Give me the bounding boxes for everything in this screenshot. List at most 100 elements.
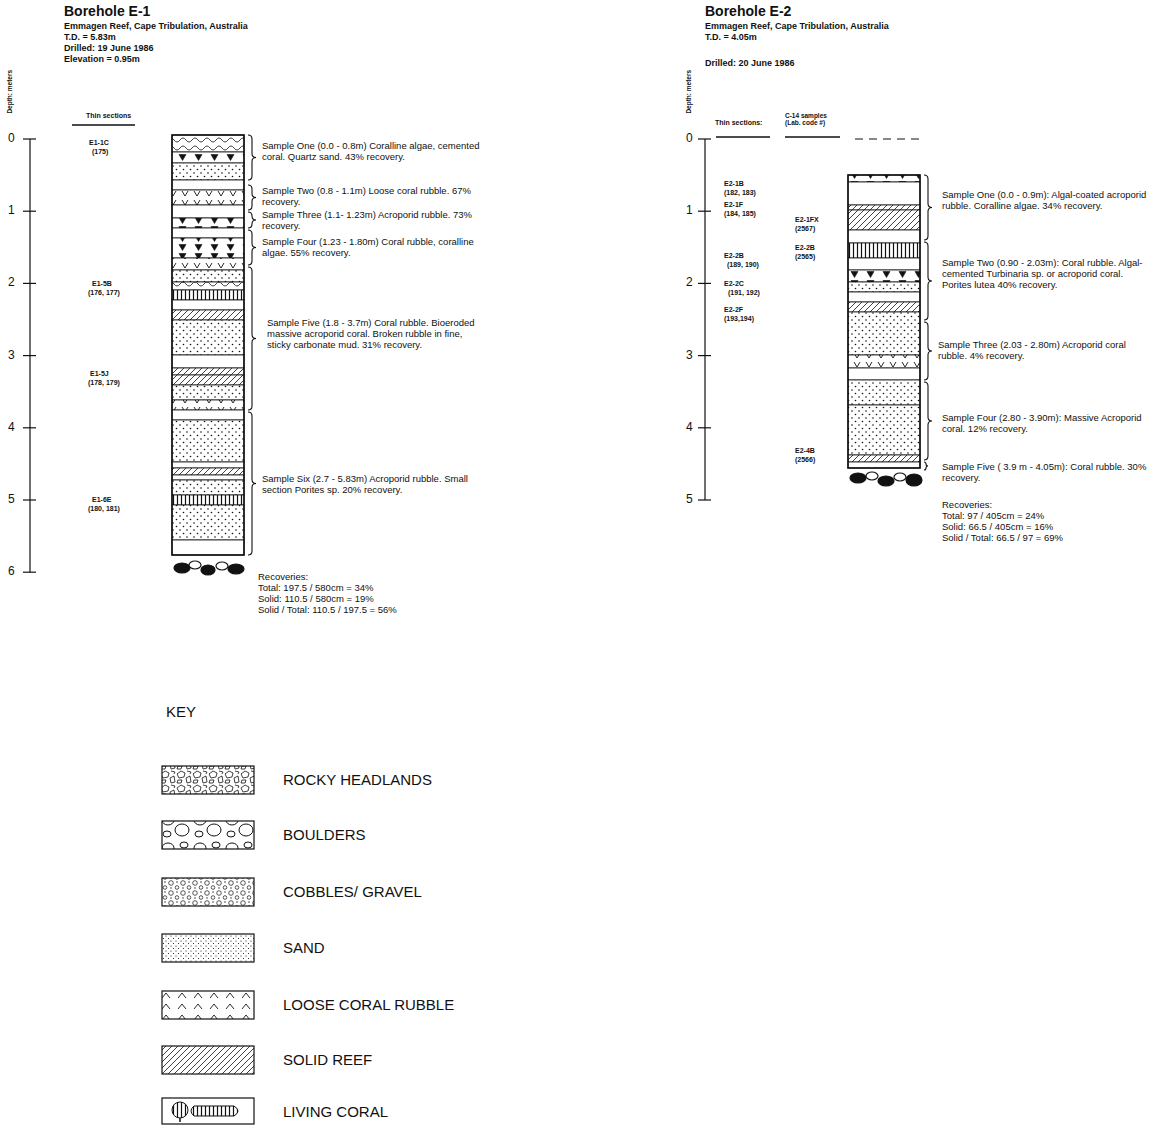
sample-bracket	[924, 462, 928, 470]
date-text: Drilled: 20 June 1986	[705, 58, 795, 68]
key-heading: KEY	[166, 703, 196, 720]
log-layer	[848, 368, 920, 380]
depth-axis	[704, 139, 705, 500]
depth-tick: 4	[8, 421, 15, 435]
log-layer	[848, 292, 920, 302]
log-layer	[172, 205, 244, 218]
sample-note: Sample One (0.0 - 0.9m): Algal-coated ac…	[942, 190, 1152, 212]
depth-tick: 0	[686, 132, 693, 146]
legend-swatch	[162, 1098, 254, 1124]
axis-title: Depth: meters	[685, 70, 692, 114]
log-layer	[848, 312, 920, 355]
log-heading: Borehole E-2	[705, 3, 791, 19]
sample-bracket	[248, 230, 256, 265]
thin-section-id: E2-1B	[724, 180, 744, 188]
log-layer	[172, 258, 244, 270]
site-text: Emmagen Reef, Cape Tribulation, Australi…	[705, 21, 889, 31]
log-layer	[172, 180, 244, 190]
coral-head-symbol	[172, 1102, 188, 1118]
boulder-symbol	[850, 473, 866, 483]
depth-tick-mark	[23, 499, 36, 500]
lab-code: (191, 192)	[728, 289, 760, 297]
c14-sample-id: E2-1FX	[795, 216, 819, 224]
legend-swatches	[162, 766, 254, 1124]
log-layer	[848, 270, 920, 282]
sample-note: Sample Two (0.90 - 2.03m): Coral rubble.…	[942, 258, 1152, 291]
log-layer	[172, 540, 244, 555]
sample-note: Sample One (0.0 - 0.8m) Coralline algae,…	[262, 141, 487, 163]
boulder-symbol	[866, 472, 878, 480]
column-header: Thin sections	[86, 112, 131, 120]
swatch-box	[162, 1098, 254, 1124]
boulder-symbol	[894, 473, 906, 481]
lab-code: (193,194)	[724, 315, 754, 323]
log-layer	[172, 495, 244, 505]
log-layer	[172, 152, 244, 163]
depth-tick-mark	[698, 211, 711, 212]
sample-bracket	[248, 212, 256, 228]
legend-text: COBBLES/ GRAVEL	[283, 883, 422, 900]
log-layer	[172, 375, 244, 385]
depth-tick-mark	[23, 283, 36, 284]
header-underline	[785, 136, 840, 137]
log-layer	[172, 420, 244, 462]
log-layer	[172, 218, 244, 228]
sample-note: Sample Four (2.80 - 3.90m): Massive Acro…	[942, 413, 1152, 435]
log-layer	[848, 205, 920, 210]
coral-branch-symbol	[191, 1106, 238, 1116]
log-layer	[172, 468, 244, 475]
header-underline	[716, 136, 770, 137]
swatch-box	[162, 821, 254, 849]
depth-tick: 2	[686, 276, 693, 290]
lab-code: (2566)	[795, 456, 815, 464]
coral-stem	[179, 1118, 181, 1122]
swatch-box	[162, 1046, 254, 1074]
lab-code: (175)	[92, 148, 108, 156]
depth-tick-mark	[698, 355, 711, 356]
header-underline	[72, 124, 135, 125]
lab-code: (2565)	[795, 253, 815, 261]
lab-code: (180, 181)	[88, 505, 120, 513]
lab-code: (2567)	[795, 225, 815, 233]
log-layer	[172, 480, 244, 495]
lab-code: (178, 179)	[88, 379, 120, 387]
swatch-box	[162, 934, 254, 962]
legend-text: SOLID REEF	[283, 1051, 372, 1068]
depth-tick: 5	[686, 493, 693, 507]
thin-section-id: E2-2B	[724, 252, 744, 260]
thin-section-id: E1-5J	[90, 370, 109, 378]
log-layer	[172, 190, 244, 205]
column-outline	[172, 135, 244, 555]
log-layer	[172, 270, 244, 282]
c14-sample-id: E2-4B	[795, 447, 815, 455]
sample-note: Sample Four (1.23 - 1.80m) Coral rubble,…	[262, 237, 487, 259]
sample-note: Sample Five (1.8 - 3.7m) Coral rubble. B…	[267, 318, 482, 351]
log-layer	[848, 243, 920, 258]
depth-tick: 0	[8, 132, 15, 146]
depth-tick-mark	[698, 427, 711, 428]
swatch-box	[162, 766, 254, 794]
log-layer	[172, 135, 244, 152]
date-text: Drilled: 19 June 1986	[64, 43, 154, 53]
boulder-symbol	[201, 565, 215, 575]
column-header: Thin sections:	[715, 119, 762, 127]
legend-swatch	[162, 821, 254, 849]
depth-tick: 1	[686, 204, 693, 218]
log-layer	[172, 300, 244, 310]
depth-text: T.D. = 4.05m	[705, 32, 757, 42]
log-layer	[172, 462, 244, 468]
depth-tick: 2	[8, 276, 15, 290]
log-layer	[848, 230, 920, 243]
depth-tick: 4	[686, 421, 693, 435]
legend-text: LOOSE CORAL RUBBLE	[283, 996, 454, 1013]
swatch-box	[162, 991, 254, 1019]
depth-tick: 3	[686, 349, 693, 363]
log-layer	[848, 182, 920, 205]
sample-note: Sample Six (2.7 - 5.83m) Acroporid rubbl…	[262, 474, 497, 496]
depth-tick: 6	[8, 565, 15, 579]
sample-bracket	[924, 322, 932, 380]
depth-tick-mark	[23, 572, 36, 573]
boulder-symbol	[228, 564, 244, 574]
sample-bracket	[248, 267, 256, 410]
boulder-symbol	[906, 474, 922, 486]
